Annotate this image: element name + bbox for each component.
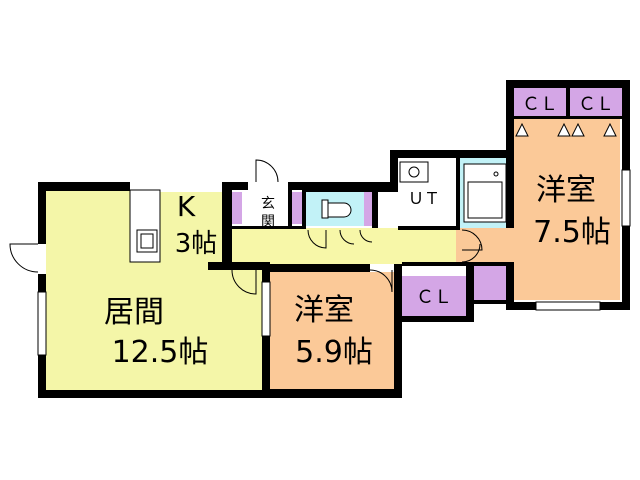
wall bbox=[506, 262, 514, 310]
door-swing bbox=[231, 269, 257, 295]
bathtub-inner bbox=[467, 181, 503, 219]
toilet-bowl bbox=[327, 202, 352, 218]
kitchen-size-label: 3帖 bbox=[175, 229, 218, 259]
western-room-large-floor bbox=[456, 118, 620, 300]
closet-door-mark bbox=[571, 122, 585, 137]
wall bbox=[38, 182, 130, 191]
wall bbox=[474, 300, 514, 304]
utility-label: ＵＴ bbox=[408, 189, 440, 208]
door-swing bbox=[461, 229, 483, 251]
floor-fills bbox=[46, 88, 622, 390]
closet-2-floor bbox=[570, 88, 622, 118]
closet-label-3: ＣＬ bbox=[416, 287, 452, 308]
door-swing bbox=[339, 229, 355, 245]
wall bbox=[262, 389, 402, 398]
living-room-floor bbox=[46, 190, 262, 390]
wall bbox=[230, 226, 306, 229]
fixtures bbox=[129, 161, 507, 263]
western-room-small-size-label: 5.9帖 bbox=[295, 335, 373, 370]
western-room-small-floor bbox=[270, 272, 394, 389]
wall bbox=[208, 262, 270, 270]
wall bbox=[622, 80, 630, 170]
closet-4-floor bbox=[474, 266, 508, 302]
wall bbox=[398, 226, 456, 230]
hallway-floor bbox=[230, 228, 456, 264]
wall bbox=[38, 355, 46, 398]
wall bbox=[38, 390, 270, 398]
window bbox=[261, 281, 271, 337]
living-room-size-label: 12.5帖 bbox=[112, 335, 209, 370]
entrance-floor bbox=[248, 188, 288, 228]
western-room-large-label: 洋室 bbox=[536, 173, 596, 208]
closet-label-1: ＣＬ bbox=[522, 94, 558, 115]
wall bbox=[506, 80, 514, 228]
wall bbox=[390, 150, 514, 158]
closet-door-mark bbox=[557, 122, 571, 137]
window bbox=[535, 301, 601, 311]
wall bbox=[566, 88, 570, 118]
closet-door-marks bbox=[515, 122, 617, 137]
toilet-tank bbox=[321, 199, 329, 219]
wall bbox=[394, 266, 402, 322]
wall bbox=[402, 262, 514, 266]
western-room-small-label: 洋室 bbox=[294, 293, 354, 328]
bathtub-drain bbox=[493, 171, 499, 177]
door-swing bbox=[255, 159, 279, 183]
wall bbox=[222, 182, 232, 268]
window bbox=[37, 291, 47, 356]
entrance-label-line2: 関 bbox=[261, 214, 275, 230]
wall bbox=[466, 264, 474, 322]
closet-3-floor bbox=[402, 276, 466, 316]
wall bbox=[390, 150, 398, 190]
entrance-label-line1: 玄 bbox=[261, 195, 275, 212]
room-labels: K 3帖 居間 12.5帖 洋室 5.9帖 洋室 7.5帖 玄 関 ＵＴ ＣＬ … bbox=[104, 94, 614, 370]
wall bbox=[38, 274, 46, 292]
door-swing bbox=[369, 269, 393, 293]
door-swings bbox=[9, 159, 483, 295]
kitchen-label: K bbox=[177, 190, 196, 223]
window bbox=[621, 169, 631, 227]
toilet-side-closet bbox=[364, 192, 372, 226]
wall bbox=[38, 182, 46, 244]
western-room-large-size-label: 7.5帖 bbox=[533, 215, 611, 250]
closet-door-mark bbox=[603, 122, 617, 137]
wall bbox=[288, 190, 292, 228]
wall bbox=[262, 336, 270, 398]
wall bbox=[302, 182, 398, 192]
door-swing bbox=[9, 243, 39, 273]
wall bbox=[394, 264, 402, 398]
closet-1-floor bbox=[514, 88, 566, 118]
door-swing bbox=[359, 229, 373, 243]
kitchen-sink-basin bbox=[140, 233, 154, 249]
wall bbox=[262, 264, 370, 272]
closet-label-2: ＣＬ bbox=[578, 94, 614, 115]
living-room-label: 居間 bbox=[104, 295, 164, 330]
wall bbox=[514, 116, 622, 119]
closet-entrance-right-floor bbox=[292, 192, 302, 224]
door-swing bbox=[461, 243, 481, 263]
door-swing bbox=[307, 229, 327, 249]
closet-entrance-left-floor bbox=[232, 192, 242, 224]
windows bbox=[37, 169, 631, 356]
wall bbox=[622, 226, 630, 310]
wall bbox=[506, 80, 630, 88]
wall bbox=[232, 182, 248, 190]
wall bbox=[372, 182, 378, 228]
washbasin-drain bbox=[408, 166, 420, 178]
wall bbox=[456, 150, 460, 230]
wall bbox=[302, 182, 306, 228]
closet-door-mark bbox=[515, 122, 529, 137]
wall bbox=[288, 182, 304, 190]
wall bbox=[394, 316, 472, 322]
